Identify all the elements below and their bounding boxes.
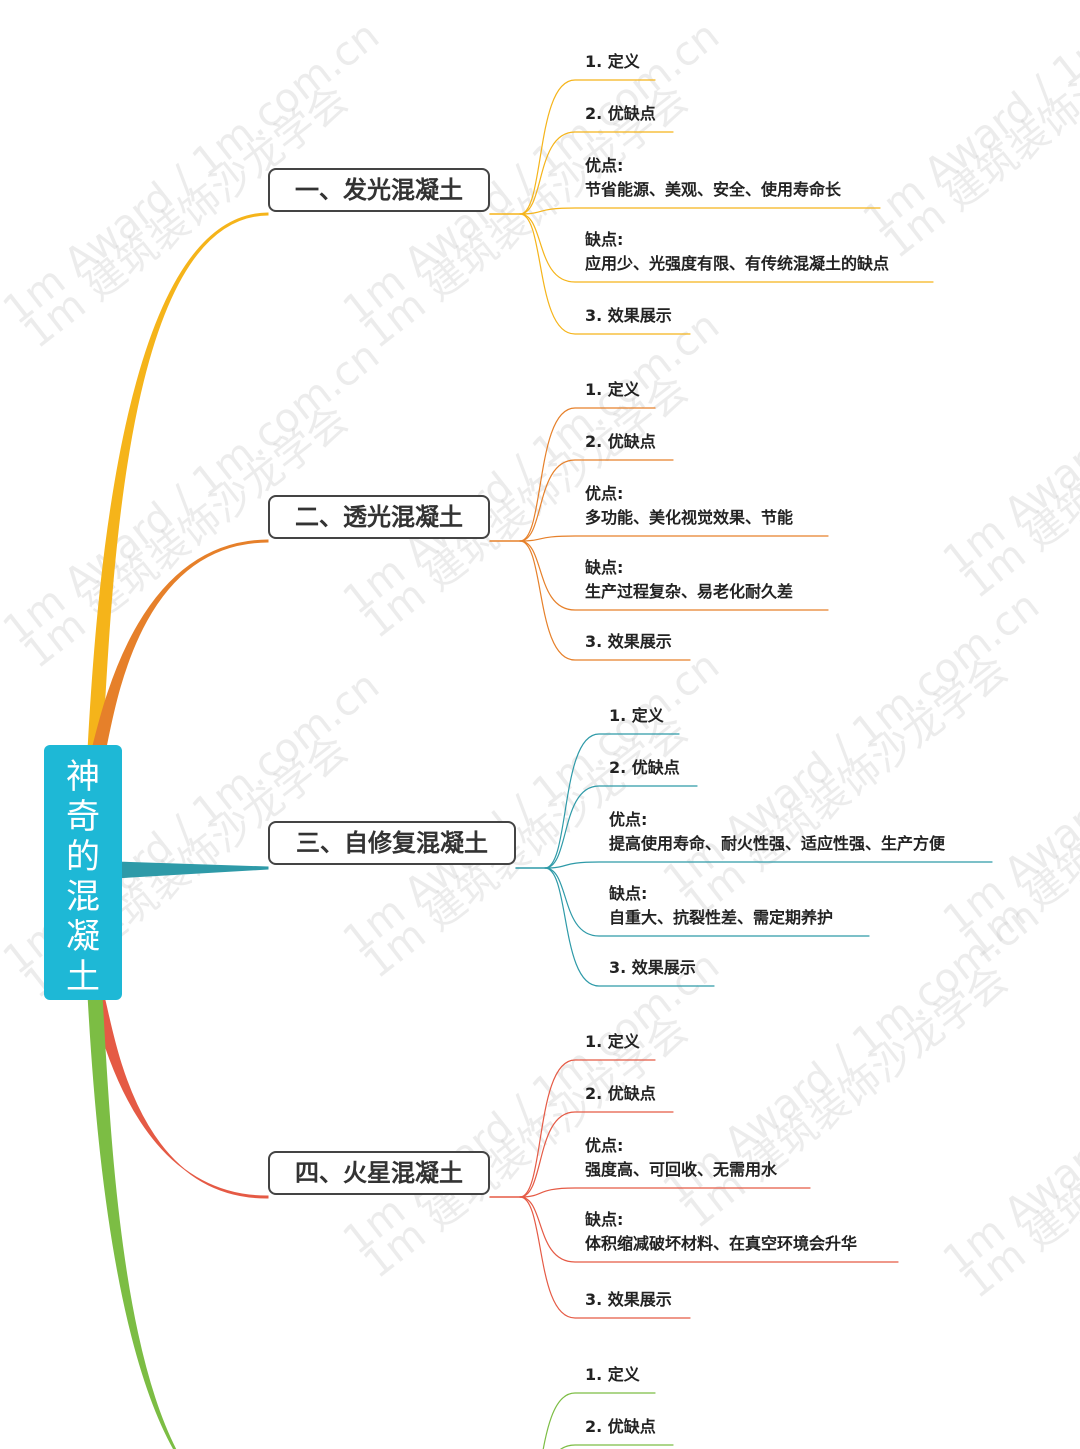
branch-topic-2[interactable]: 二、透光混凝土 <box>268 495 490 539</box>
connector-line <box>87 212 269 751</box>
leaf-topic[interactable]: 缺点: 体积缩减破坏材料、在真空环境会升华 <box>585 1208 857 1256</box>
branch-topic-3[interactable]: 三、自修复混凝土 <box>268 821 516 865</box>
leaf-text-line: 1. 定义 <box>585 380 640 399</box>
connector-line <box>544 867 870 937</box>
leaf-topic[interactable]: 2. 优缺点 <box>609 756 680 780</box>
leaf-text-line: 应用少、光强度有限、有传统混凝土的缺点 <box>585 254 890 273</box>
leaf-topic[interactable]: 1. 定义 <box>585 1030 640 1054</box>
leaf-text-line: 1. 定义 <box>585 1032 640 1051</box>
leaf-text-line: 1. 定义 <box>585 1365 640 1384</box>
connector-line <box>114 861 269 879</box>
leaf-topic[interactable]: 缺点: 应用少、光强度有限、有传统混凝土的缺点 <box>585 228 889 276</box>
leaf-text-line: 强度高、可回收、无需用水 <box>585 1160 778 1179</box>
leaf-text-line: 体积缩减破坏材料、在真空环境会升华 <box>585 1234 858 1253</box>
leaf-text-line: 多功能、美化视觉效果、节能 <box>585 508 794 527</box>
leaf-text-line: 2. 优缺点 <box>585 104 656 123</box>
leaf-topic[interactable]: 优点: 节省能源、美观、安全、使用寿命长 <box>585 154 841 202</box>
leaf-topic[interactable]: 优点: 提高使用寿命、耐火性强、适应性强、生产方便 <box>609 808 945 856</box>
leaf-text-line: 生产过程复杂、易老化耐久差 <box>585 582 794 601</box>
leaf-text-line: 自重大、抗裂性差、需定期养护 <box>609 908 834 927</box>
connector-line <box>87 989 269 1199</box>
leaf-text-line: 缺点: <box>585 558 624 577</box>
connector-line <box>519 1111 674 1198</box>
leaf-text-line: 优点: <box>609 810 648 829</box>
root-topic[interactable]: 神奇的混凝土 <box>44 745 122 1000</box>
connector-line <box>542 1392 656 1449</box>
leaf-text-line: 2. 优缺点 <box>585 432 656 451</box>
leaf-text-line: 3. 效果展示 <box>585 306 672 325</box>
leaf-text-line: 提高使用寿命、耐火性强、适应性强、生产方便 <box>609 834 946 853</box>
connector-line <box>519 207 881 215</box>
leaf-topic[interactable]: 3. 效果展示 <box>609 956 696 980</box>
leaf-topic[interactable]: 缺点: 自重大、抗裂性差、需定期养护 <box>609 882 833 930</box>
connector-line <box>519 540 691 661</box>
leaf-topic[interactable]: 3. 效果展示 <box>585 1288 672 1312</box>
connector-line <box>544 867 715 987</box>
root-topic-label: 神奇的混凝土 <box>66 757 100 997</box>
leaf-text-line: 2. 优缺点 <box>585 1084 656 1103</box>
branch-topic-4[interactable]: 四、火星混凝土 <box>268 1151 490 1195</box>
leaf-topic[interactable]: 优点: 强度高、可回收、无需用水 <box>585 1134 777 1182</box>
connector-line <box>519 1196 691 1319</box>
connector-line <box>87 539 269 766</box>
connector-line <box>519 213 934 283</box>
leaf-text-line: 1. 定义 <box>585 52 640 71</box>
connector-line <box>519 535 829 542</box>
leaf-topic[interactable]: 3. 效果展示 <box>585 630 672 654</box>
leaf-text-line: 优点: <box>585 1136 624 1155</box>
connector-line <box>519 459 674 542</box>
connector-line <box>519 131 674 215</box>
leaf-topic[interactable]: 2. 优缺点 <box>585 430 656 454</box>
leaf-text-line: 2. 优缺点 <box>585 1417 656 1436</box>
leaf-text-line: 3. 效果展示 <box>609 958 696 977</box>
leaf-text-line: 缺点: <box>609 884 648 903</box>
leaf-topic[interactable]: 1. 定义 <box>585 50 640 74</box>
leaf-text-line: 缺点: <box>585 230 624 249</box>
leaf-topic[interactable]: 1. 定义 <box>585 378 640 402</box>
leaf-text-line: 1. 定义 <box>609 706 664 725</box>
connector-line <box>544 733 680 869</box>
leaf-topic[interactable]: 缺点: 生产过程复杂、易老化耐久差 <box>585 556 793 604</box>
connector-line <box>519 1196 899 1263</box>
connector-line <box>519 79 656 215</box>
branch-topic-1[interactable]: 一、发光混凝土 <box>268 168 490 212</box>
leaf-text-line: 优点: <box>585 156 624 175</box>
leaf-topic[interactable]: 1. 定义 <box>609 704 664 728</box>
leaf-text-line: 2. 优缺点 <box>609 758 680 777</box>
leaf-topic[interactable]: 2. 优缺点 <box>585 102 656 126</box>
leaf-text-line: 缺点: <box>585 1210 624 1229</box>
connector-line <box>87 994 177 1449</box>
leaf-topic[interactable]: 优点: 多功能、美化视觉效果、节能 <box>585 482 793 530</box>
connector-line <box>544 861 993 869</box>
leaf-topic[interactable]: 2. 优缺点 <box>585 1415 656 1439</box>
leaf-text-line: 3. 效果展示 <box>585 632 672 651</box>
leaf-text-line: 3. 效果展示 <box>585 1290 672 1309</box>
connector-line <box>519 540 829 611</box>
leaf-text-line: 节省能源、美观、安全、使用寿命长 <box>585 180 842 199</box>
connector-line <box>519 407 656 542</box>
connector-line <box>560 1444 674 1449</box>
connector-line <box>544 785 698 869</box>
leaf-topic[interactable]: 2. 优缺点 <box>585 1082 656 1106</box>
leaf-topic[interactable]: 1. 定义 <box>585 1363 640 1387</box>
leaf-text-line: 优点: <box>585 484 624 503</box>
connector-line <box>519 1187 811 1198</box>
connector-line <box>519 213 691 335</box>
leaf-topic[interactable]: 3. 效果展示 <box>585 304 672 328</box>
connector-line <box>519 1059 656 1198</box>
